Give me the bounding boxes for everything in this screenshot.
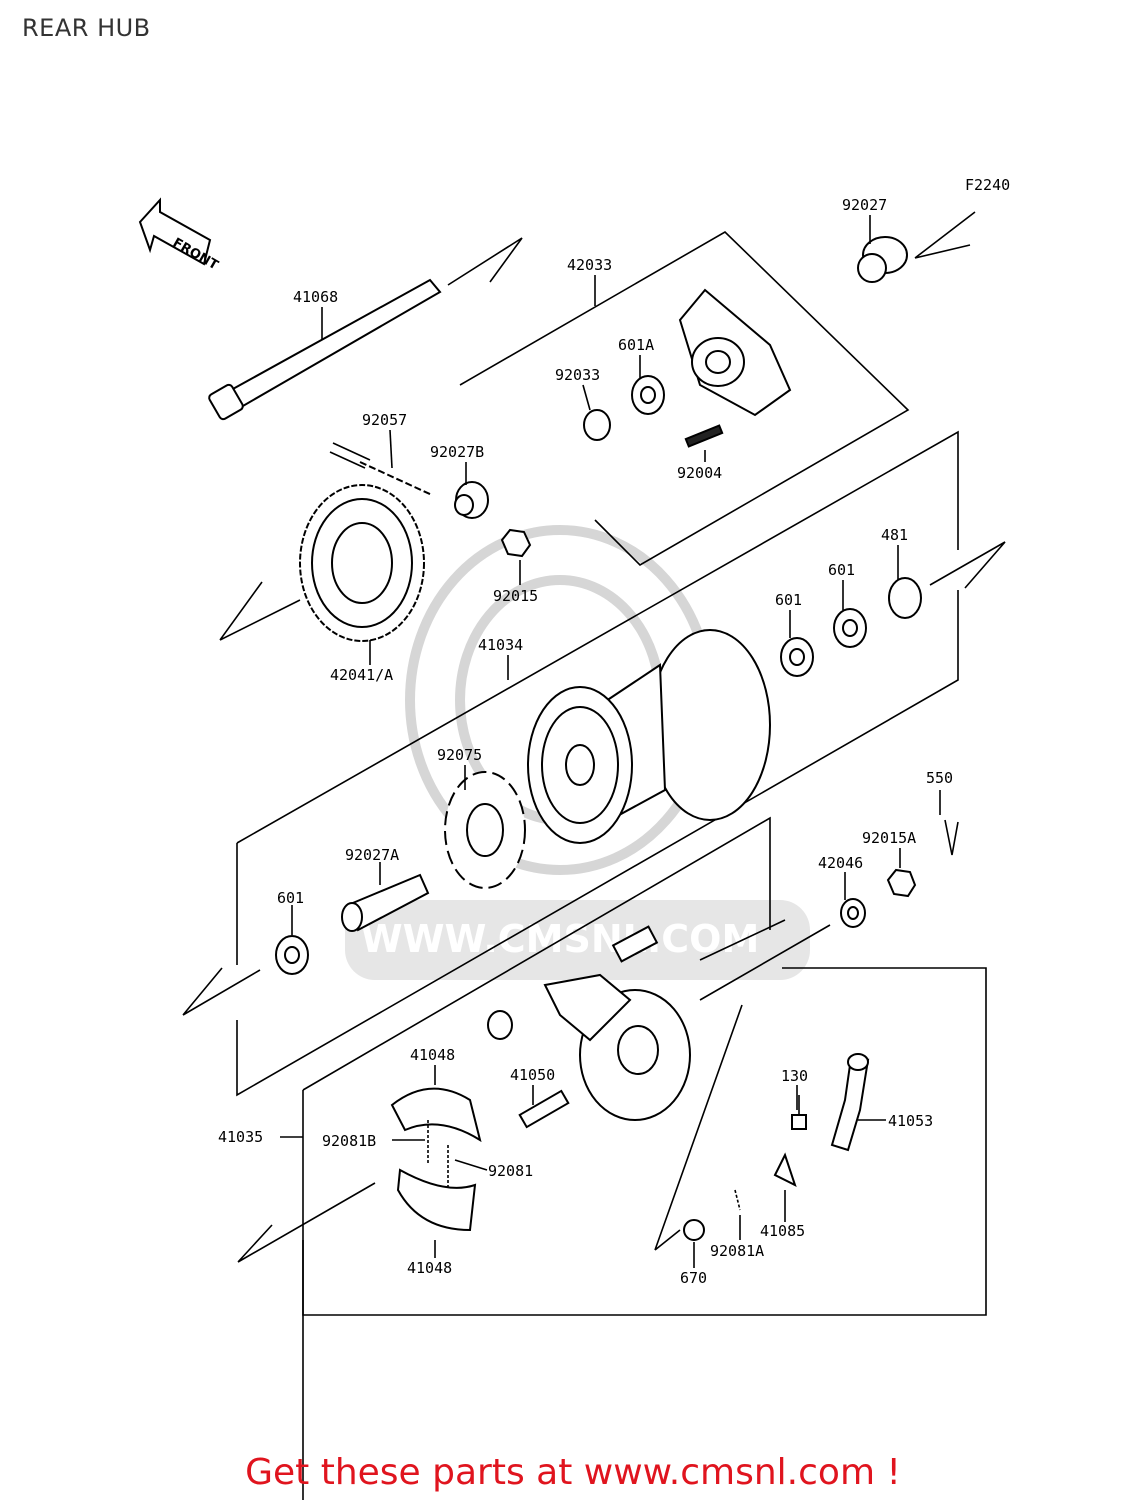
- bearing-601-lower: [275, 935, 309, 975]
- label-92027B: 92027B: [430, 443, 484, 461]
- chain-92057: [329, 442, 433, 496]
- bearing-601A: [631, 375, 665, 415]
- label-92015A: 92015A: [862, 829, 916, 847]
- label-92015: 92015: [493, 587, 538, 605]
- damper-92075: [444, 771, 526, 889]
- spring-92081A: [734, 1189, 741, 1211]
- label-550: 550: [926, 769, 953, 787]
- label-42046: 42046: [818, 854, 863, 872]
- circlip-481: [888, 577, 922, 619]
- o-ring-670: [683, 1219, 705, 1241]
- wear-indicator-41085: [773, 1152, 797, 1187]
- collar-92027: [857, 236, 908, 283]
- brake-shoe-41048-upper: [390, 1087, 482, 1143]
- collar-92027B: [454, 481, 489, 519]
- label-41035: 41035: [218, 1128, 263, 1146]
- figure-code: F2240: [965, 176, 1010, 194]
- brake-shoe-41048-lower: [396, 1168, 477, 1232]
- promo-footer-link[interactable]: Get these parts at www.cmsnl.com !: [245, 1452, 901, 1493]
- collar-42046: [840, 898, 866, 928]
- front-arrow-icon: FRONT: [138, 197, 221, 273]
- bearing-601-upper: [833, 608, 867, 648]
- frame-42033: [459, 231, 910, 567]
- label-601-lower: 601: [277, 889, 304, 907]
- circlip-92033: [583, 409, 611, 441]
- label-92081A: 92081A: [710, 1242, 764, 1260]
- label-92027A: 92027A: [345, 846, 399, 864]
- label-42033: 42033: [567, 256, 612, 274]
- bolt-130: [791, 1095, 807, 1130]
- label-92004: 92004: [677, 464, 722, 482]
- label-41048-lower: 41048: [407, 1259, 452, 1277]
- label-41085: 41085: [760, 1222, 805, 1240]
- watermark-text: WWW.CMSNL.COM: [361, 917, 760, 961]
- label-601A: 601A: [618, 336, 654, 354]
- label-41048-upper: 41048: [410, 1046, 455, 1064]
- label-601-middle: 601: [775, 591, 802, 609]
- brake-panel: [487, 925, 691, 1121]
- sprocket-carrier-42033: [678, 288, 792, 417]
- label-41068: 41068: [293, 288, 338, 306]
- axle-41068: [208, 278, 442, 421]
- label-41034: 41034: [478, 636, 523, 654]
- label-92033: 92033: [555, 366, 600, 384]
- cotter-pin-550: [944, 819, 959, 856]
- label-92081B: 92081B: [322, 1132, 376, 1150]
- brake-lever-41053: [830, 1053, 870, 1152]
- nut-92015A: [886, 868, 917, 898]
- wheel-hub-41034: [527, 629, 771, 844]
- label-601-upper: 601: [828, 561, 855, 579]
- stud-92004: [684, 424, 724, 448]
- label-670: 670: [680, 1269, 707, 1287]
- nut-92015: [500, 528, 532, 558]
- label-41053: 41053: [888, 1112, 933, 1130]
- label-42041A: 42041/A: [330, 666, 393, 684]
- label-92081: 92081: [488, 1162, 533, 1180]
- label-130: 130: [781, 1067, 808, 1085]
- page-title: REAR HUB: [22, 14, 151, 42]
- brake-cam-41050: [518, 1089, 570, 1129]
- label-92075: 92075: [437, 746, 482, 764]
- collar-92027A: [341, 873, 430, 932]
- label-481: 481: [881, 526, 908, 544]
- sprocket-42041A: [299, 484, 425, 642]
- label-92027: 92027: [842, 196, 887, 214]
- leader-lines: [280, 215, 941, 1268]
- label-92057: 92057: [362, 411, 407, 429]
- bearing-601-middle: [780, 637, 814, 677]
- label-41050: 41050: [510, 1066, 555, 1084]
